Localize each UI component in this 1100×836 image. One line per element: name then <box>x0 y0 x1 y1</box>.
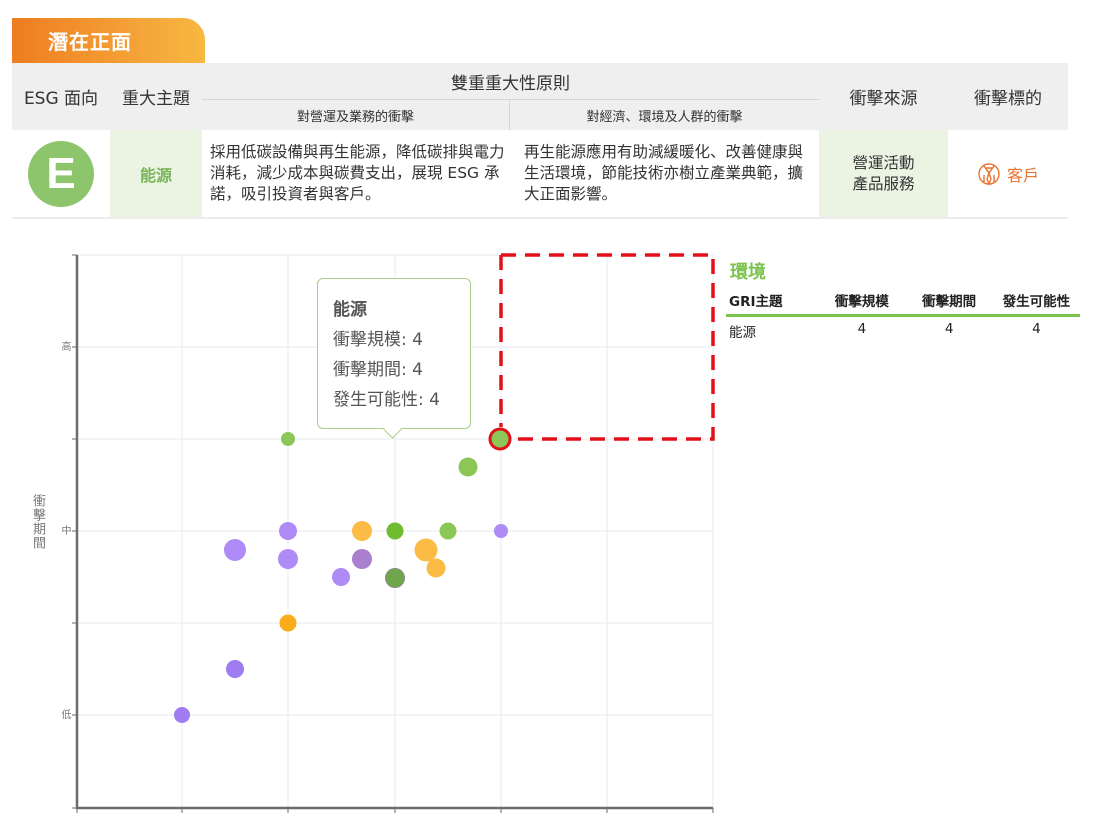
y-tick-mid: 中 <box>59 525 70 535</box>
impact-target-cell: 客戶 <box>948 130 1068 217</box>
series-social[interactable] <box>174 522 508 723</box>
impact-economy-text: 再生能源應用有助減緩暖化、改善健康與生活環境，節能技術亦樹立產業典範，擴大正面影… <box>524 143 804 203</box>
impact-source-1: 營運活動 <box>852 153 915 172</box>
data-point <box>426 558 446 578</box>
data-point <box>278 549 298 569</box>
data-point <box>279 614 297 632</box>
header-material-topic: 重大主題 <box>122 89 190 109</box>
header-impact-on-operations: 對營運及業務的衝擊 <box>296 109 414 125</box>
materiality-table: ESG 面向 重大主題 雙重重大性原則 對營運及業務的衝擊 對經濟、環境及人群的… <box>12 63 1068 219</box>
data-point <box>279 522 297 540</box>
col-scale: 衝擊規模 <box>834 294 889 310</box>
col-duration: 衝擊期間 <box>922 294 977 310</box>
impact-target-label: 客戶 <box>1006 165 1039 185</box>
tooltip-duration: 衝擊期間: 4 <box>333 360 423 380</box>
side-table-title: 環境 <box>730 262 766 283</box>
tooltip-scale: 衝擊規模: 4 <box>333 330 423 350</box>
header-esg-aspect: ESG 面向 <box>23 89 99 109</box>
cell-topic: 能源 <box>729 325 756 341</box>
scatter-chart <box>72 253 715 813</box>
esg-aspect-cell: E <box>12 130 110 217</box>
customer-icon <box>978 162 1000 186</box>
cell-duration: 4 <box>944 321 954 337</box>
impact-target: 客戶 <box>977 162 1039 186</box>
table-header: ESG 面向 重大主題 雙重重大性原則 對營運及業務的衝擊 對經濟、環境及人群的… <box>12 63 1068 130</box>
side-table-row: 能源 4 4 4 <box>726 321 1080 341</box>
topic-label: 能源 <box>139 165 172 185</box>
topic-cell: 能源 <box>110 130 202 217</box>
data-point <box>386 522 404 540</box>
environment-side-table: 環境 GRI主題 衝擊規模 衝擊期間 發生可能性 能源 4 4 4 <box>726 258 1080 341</box>
data-point <box>174 707 190 723</box>
esg-e-badge: E <box>28 140 94 207</box>
cell-scale: 4 <box>857 321 867 337</box>
highlighted-point[interactable] <box>488 427 512 451</box>
data-point <box>414 538 438 562</box>
table-row: E 能源 採用低碳設備與再生能源，降低碳排與電力消耗，減少成本與碳費支出，展現 … <box>12 130 1068 219</box>
header-impact-source: 衝擊來源 <box>849 89 918 109</box>
tab-label: 潛在正面 <box>48 30 132 54</box>
cell-likelihood: 4 <box>1032 321 1041 337</box>
highlight-box <box>499 253 715 441</box>
tooltip-title: 能源 <box>333 300 367 320</box>
y-tick-low: 低 <box>59 709 70 719</box>
axes <box>72 254 714 813</box>
series-environment[interactable] <box>281 432 478 588</box>
data-point <box>224 539 246 561</box>
data-point <box>332 568 350 586</box>
impact-operations-text: 採用低碳設備與再生能源，降低碳排與電力消耗，減少成本與碳費支出，展現 ESG 承… <box>210 143 505 203</box>
data-point <box>352 521 372 541</box>
data-point <box>352 549 372 569</box>
tab-potential-positive[interactable]: 潛在正面 <box>12 18 205 63</box>
header-double-materiality: 雙重重大性原則 <box>451 73 570 94</box>
data-point <box>385 568 405 588</box>
data-point <box>281 432 295 446</box>
data-point <box>494 524 508 538</box>
data-point <box>439 522 457 540</box>
header-impact-on-economy: 對經濟、環境及人群的衝擊 <box>586 109 743 125</box>
header-divider <box>509 100 510 130</box>
col-gri-topic: GRI主題 <box>729 294 783 310</box>
series-governance[interactable] <box>279 521 446 632</box>
y-tick-high: 高 <box>59 341 70 351</box>
impact-source-2: 產品服務 <box>852 174 915 193</box>
impact-operations-cell: 採用低碳設備與再生能源，降低碳排與電力消耗，減少成本與碳費支出，展現 ESG 承… <box>210 130 510 217</box>
data-point <box>226 660 244 678</box>
impact-source-cell: 營運活動 產品服務 <box>819 130 948 217</box>
tooltip-likelihood: 發生可能性: 4 <box>333 390 440 410</box>
col-likelihood: 發生可能性 <box>1002 294 1071 310</box>
y-axis-label: 衝擊期間 <box>30 494 45 550</box>
side-table-header: GRI主題 衝擊規模 衝擊期間 發生可能性 <box>726 290 1080 317</box>
header-impact-target: 衝擊標的 <box>974 89 1042 109</box>
chart-tooltip: 能源 衝擊規模: 4 衝擊期間: 4 發生可能性: 4 <box>317 278 471 439</box>
impact-economy-cell: 再生能源應用有助減緩暖化、改善健康與生活環境，節能技術亦樹立產業典範，擴大正面影… <box>524 130 814 217</box>
data-point <box>458 457 478 477</box>
header-divider <box>202 99 819 100</box>
